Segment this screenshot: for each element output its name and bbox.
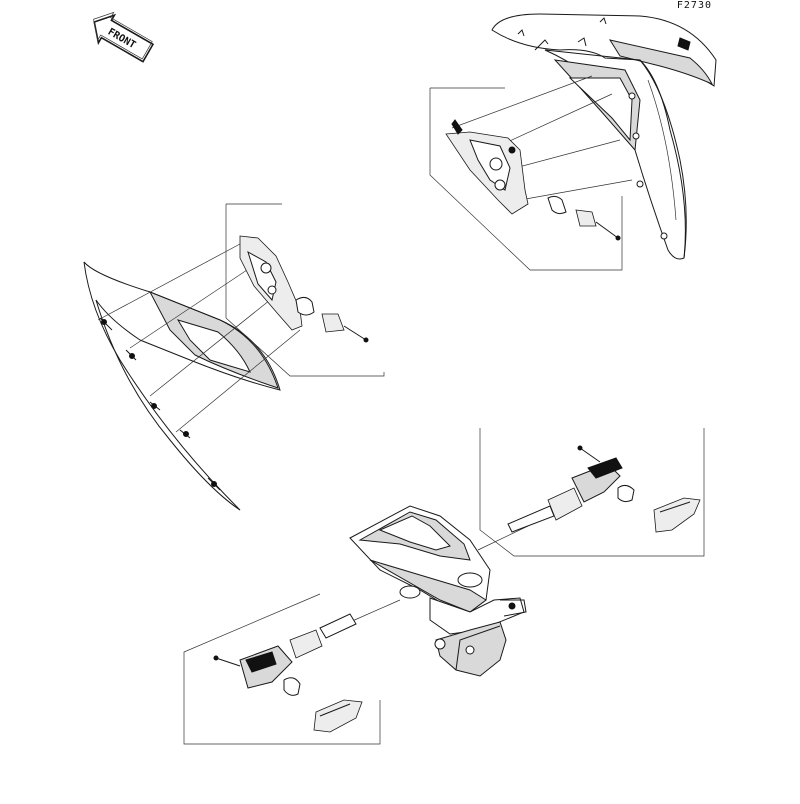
front-fairing-left xyxy=(83,261,281,511)
front-turn-signal-left-group xyxy=(97,203,385,433)
rear-fender-assembly xyxy=(349,505,527,677)
front-turn-signal-right-group xyxy=(429,75,633,271)
front-fairing-right xyxy=(491,13,717,260)
rear-turn-signal-right-group xyxy=(477,428,705,557)
figure-code: F2730 xyxy=(676,0,712,11)
rear-turn-signal-left-group xyxy=(183,593,401,745)
front-arrow-icon: FRONT xyxy=(93,11,155,63)
